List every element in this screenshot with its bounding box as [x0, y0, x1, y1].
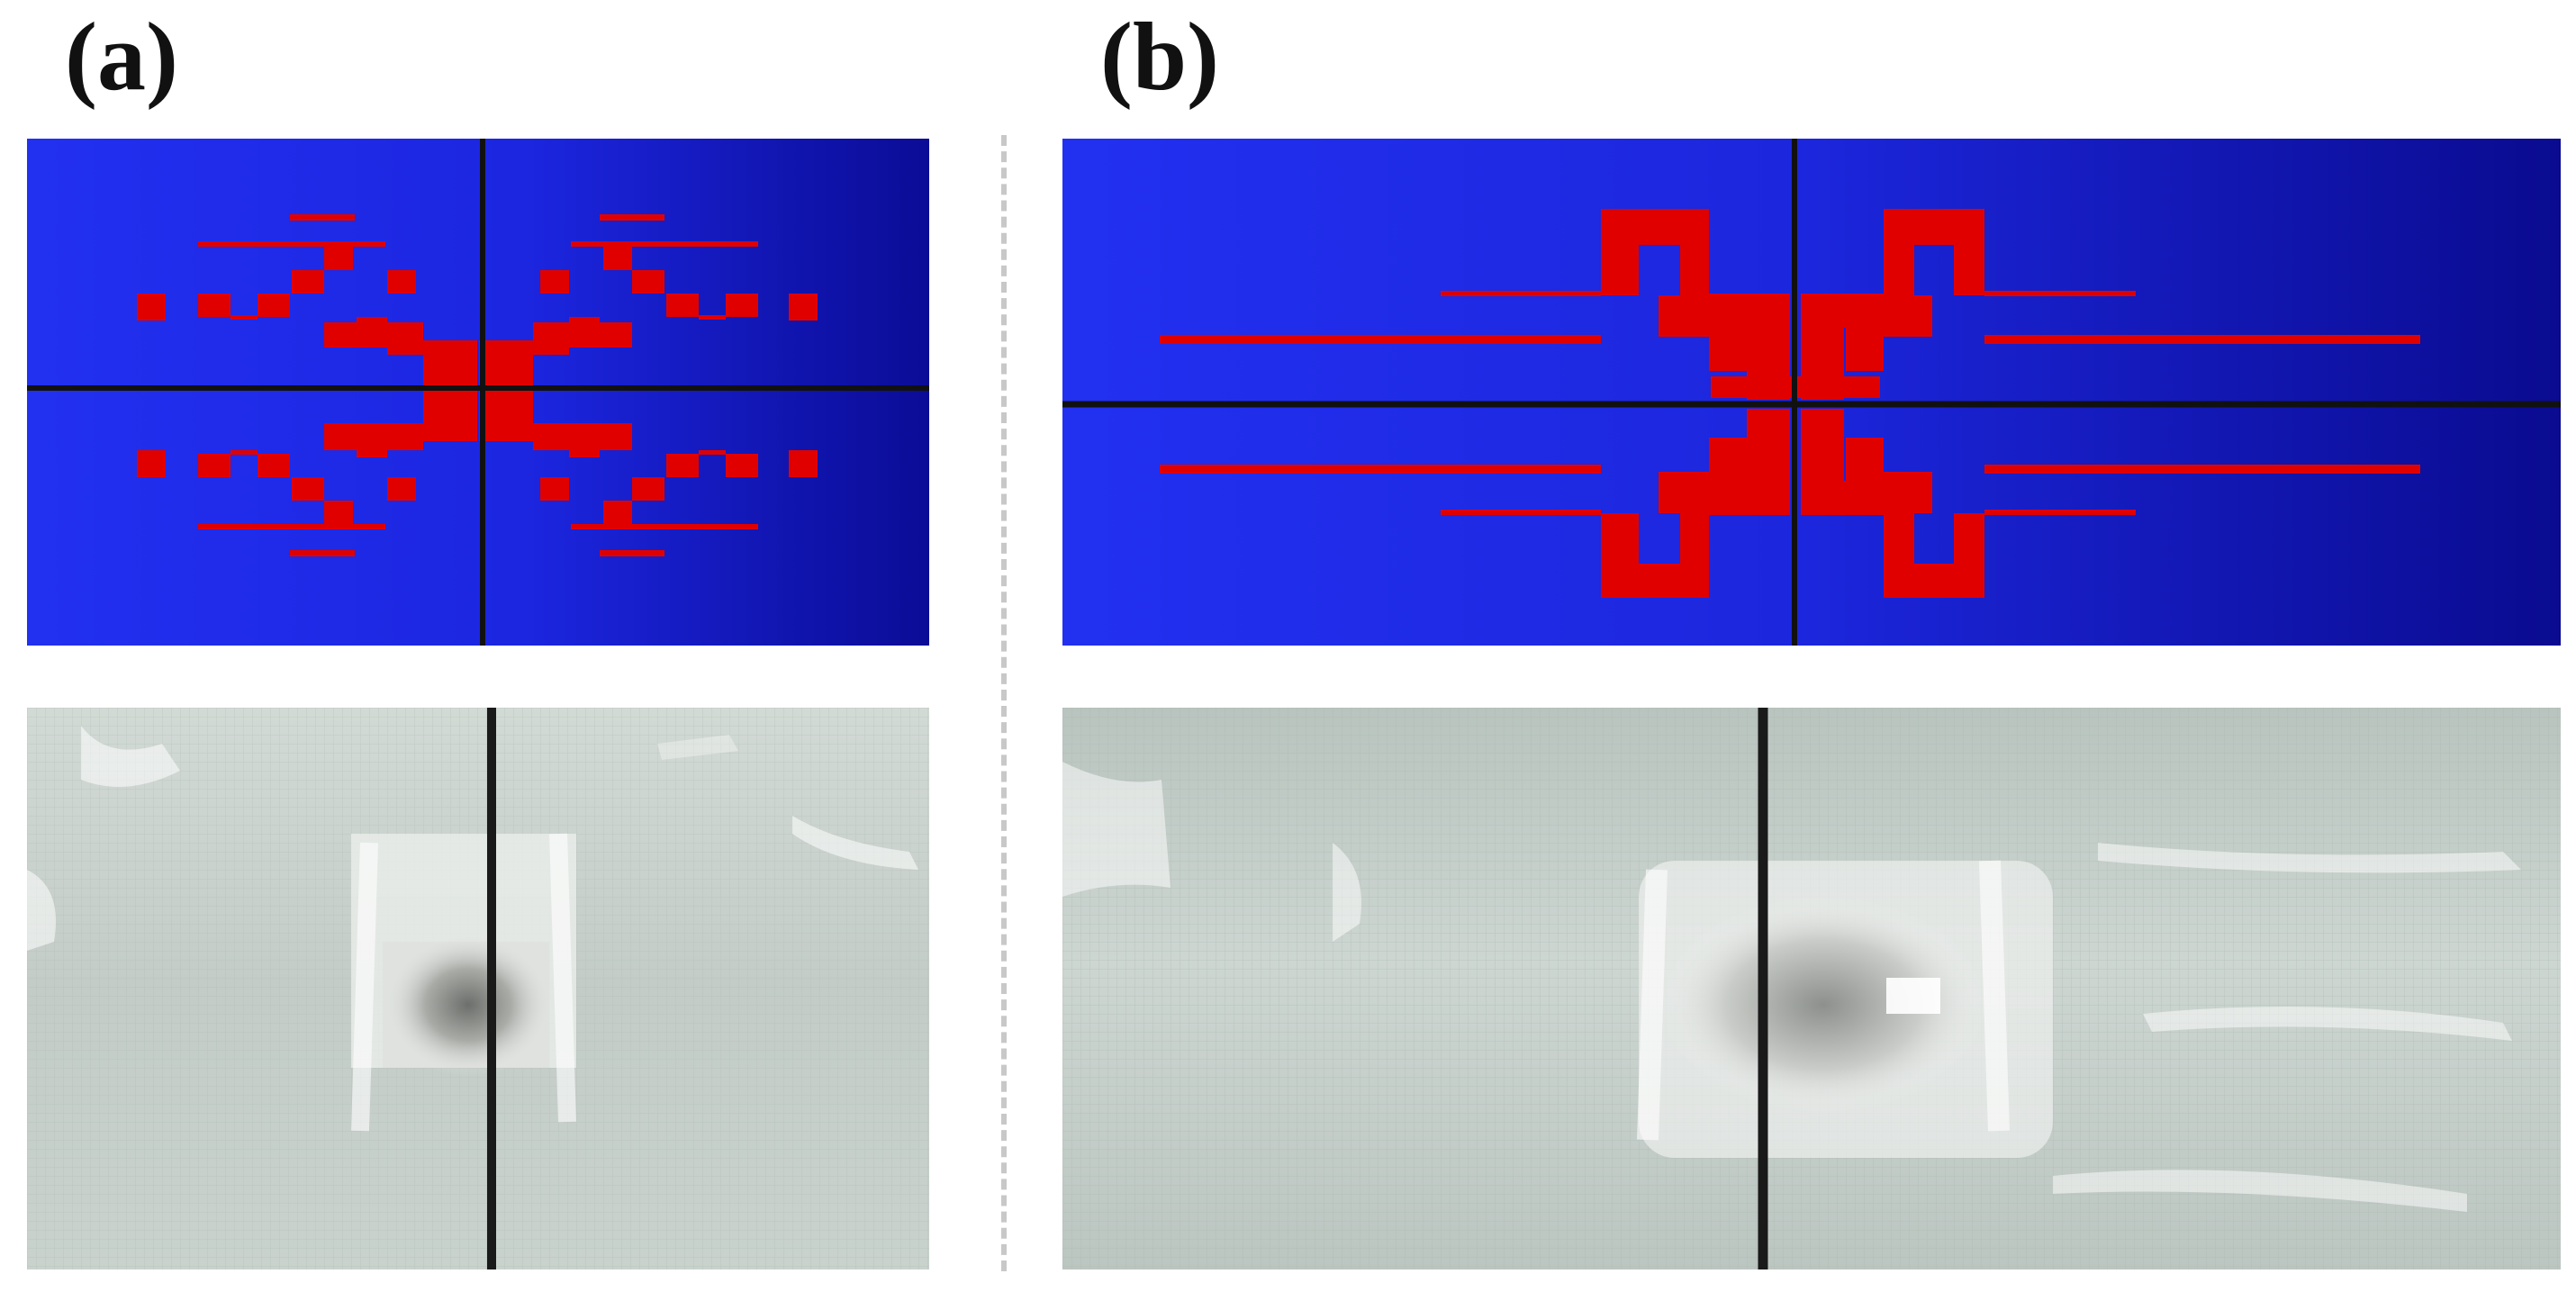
- panel-b-simulation-svg: [1062, 139, 2561, 646]
- panel-divider: [1001, 135, 1007, 1271]
- blue-background: [27, 139, 929, 646]
- panel-b-label: (b): [1100, 4, 1219, 111]
- red-pattern-b: [1160, 209, 2420, 598]
- panel-b-photo: [1062, 708, 2561, 1269]
- panel-a-photo: [27, 708, 929, 1269]
- panel-b-simulation-image: [1062, 139, 2561, 646]
- panel-a-label: (a): [65, 4, 178, 111]
- red-pattern-a: [137, 214, 818, 556]
- panel-a-simulation-svg: [27, 139, 929, 646]
- panel-b-photo-svg: [1062, 708, 2561, 1269]
- panel-a-photo-svg: [27, 708, 929, 1269]
- panel-a-simulation-image: [27, 139, 929, 646]
